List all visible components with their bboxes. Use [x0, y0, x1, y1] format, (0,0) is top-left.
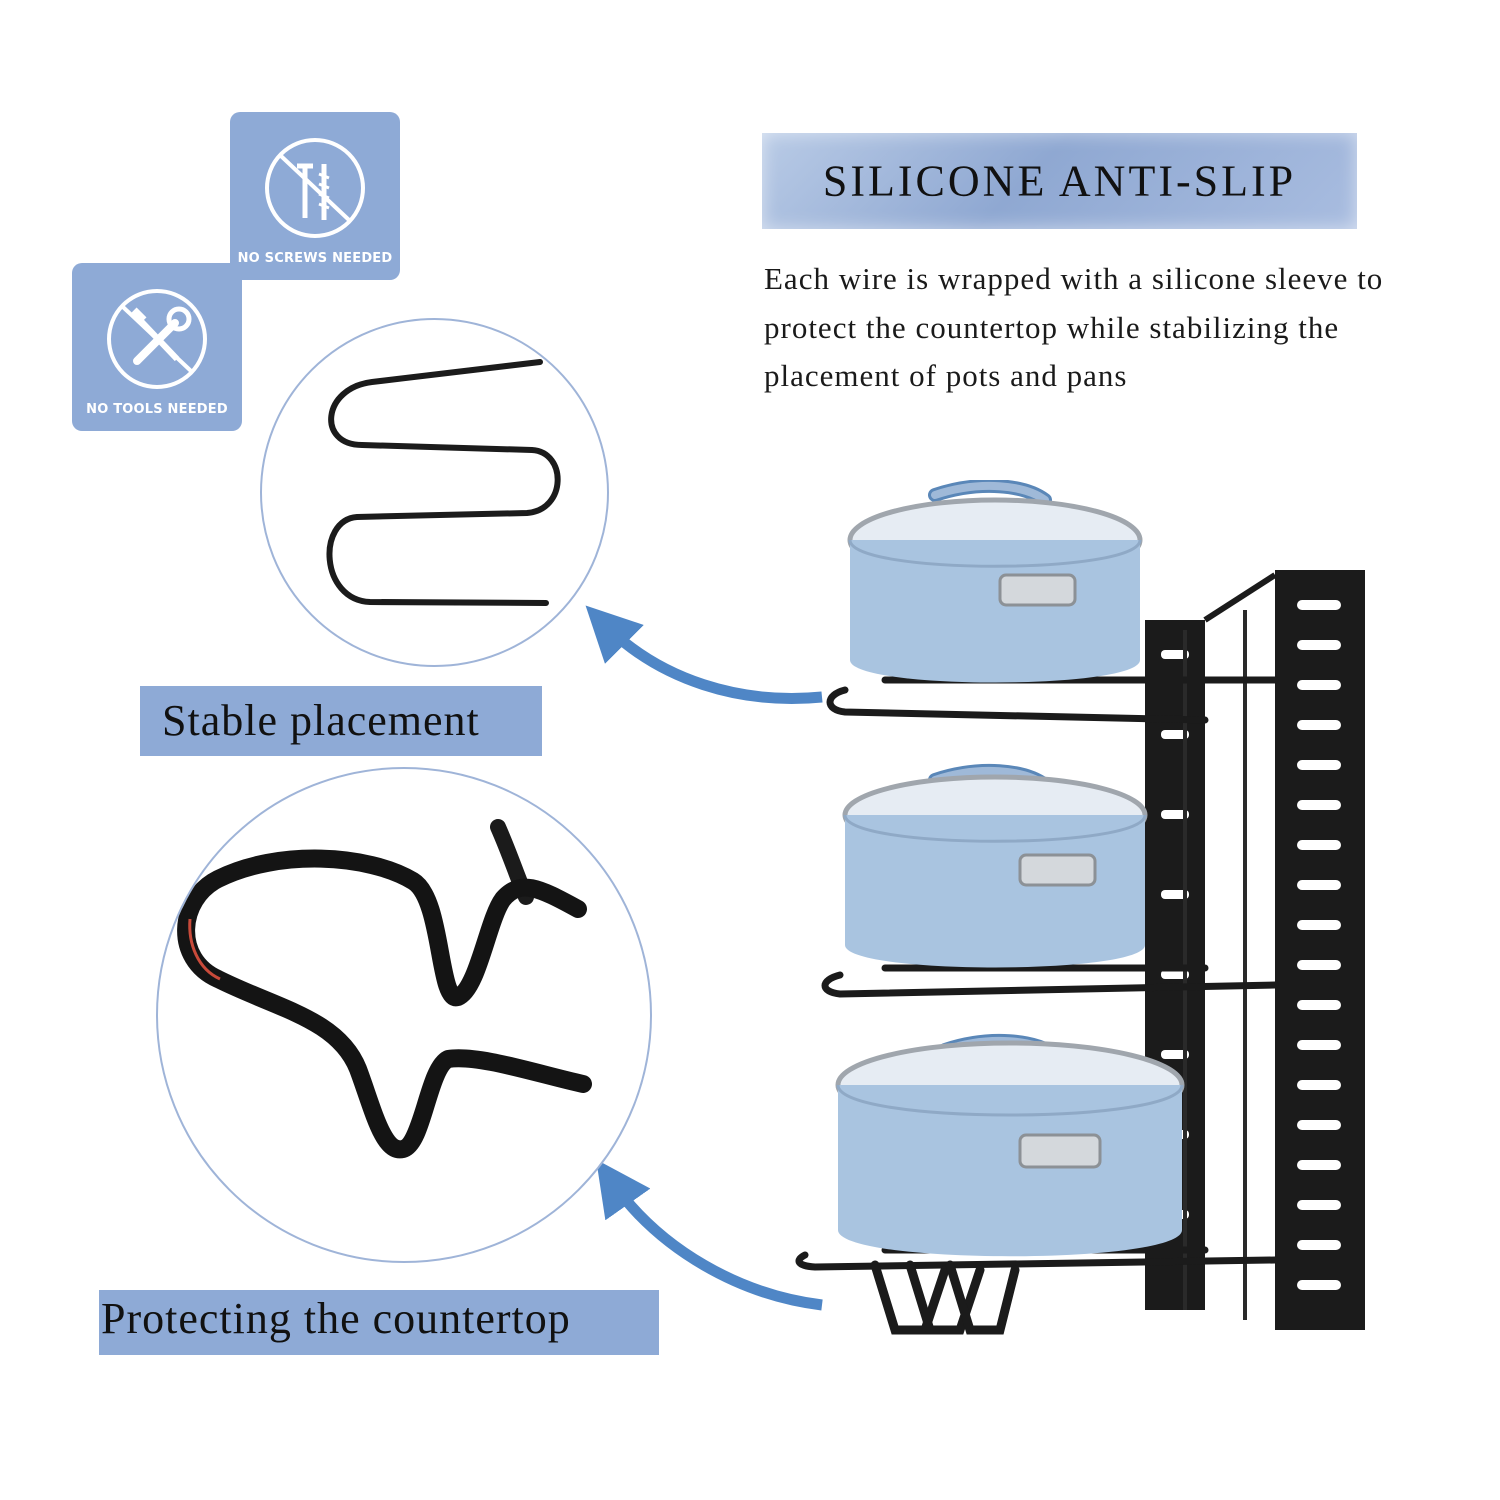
- headline-banner: SILICONE ANTI-SLIP: [762, 133, 1357, 229]
- s-wire-image: [326, 359, 561, 606]
- no-tools-icon: [107, 289, 207, 389]
- arrow-to-bottom-circle: [596, 1159, 823, 1311]
- bent-wire-image: [177, 819, 592, 1159]
- pot-top: [847, 480, 1143, 683]
- no-tools-badge: NO TOOLS NEEDED: [72, 263, 242, 431]
- countertop-protection-detail: [156, 767, 652, 1263]
- no-tools-label: NO TOOLS NEEDED: [86, 402, 228, 417]
- no-screws-badge: NO SCREWS NEEDED: [230, 112, 400, 280]
- pot-bottom: [835, 1034, 1185, 1257]
- protecting-countertop-label: Protecting the countertop: [99, 1290, 659, 1355]
- no-screws-icon: [265, 138, 365, 238]
- headline: SILICONE ANTI-SLIP: [822, 156, 1297, 206]
- description: Each wire is wrapped with a silicone sle…: [764, 261, 1384, 393]
- no-screws-label: NO SCREWS NEEDED: [237, 251, 393, 266]
- stable-placement-detail: [260, 318, 609, 667]
- arrow-to-top-circle: [585, 605, 823, 704]
- pot-middle: [842, 764, 1148, 968]
- stable-placement-label: Stable placement: [140, 686, 542, 756]
- pot-rack-image: [795, 480, 1365, 1335]
